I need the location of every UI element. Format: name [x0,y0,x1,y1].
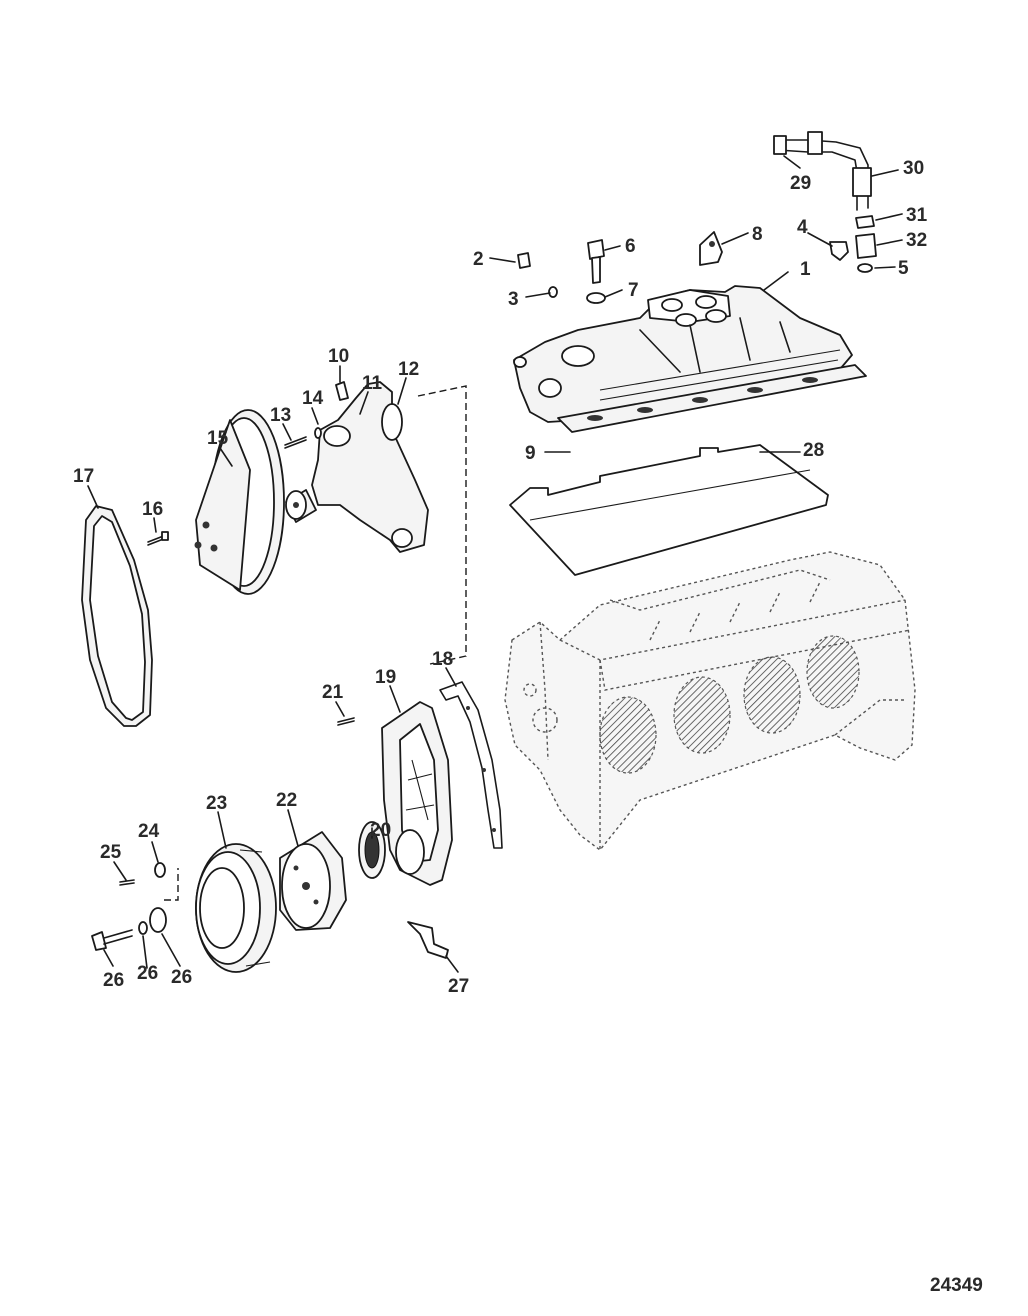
bracket-27 [407,921,449,959]
callout-19: 19 [375,667,396,688]
bracket-8 [699,231,723,266]
callout-21: 21 [322,682,344,703]
stud-10 [335,381,349,401]
callout-23: 23 [206,793,227,814]
callout-24: 24 [138,821,160,842]
callout-5: 5 [898,258,909,279]
bolt-13 [284,436,307,449]
washer-7 [586,292,606,304]
callout-17: 17 [73,466,94,487]
figure-number: 24349 [930,1275,983,1296]
bolt-16-head [161,531,169,541]
callout-27: 27 [448,976,469,997]
callout-8: 8 [752,224,763,245]
bolt-6 [587,239,605,284]
washer-26-large [149,907,167,933]
manifold-gasket [557,364,867,433]
intake-manifold [513,285,853,423]
timing-cover [381,701,453,886]
front-seal [358,821,386,879]
washer-24 [154,862,166,878]
callout-29: 29 [790,173,811,194]
alignment-line [417,385,467,665]
callout-4: 4 [797,217,808,238]
callout-30: 30 [903,158,924,179]
bolt-25 [119,879,135,886]
callout-10: 10 [328,346,349,367]
bracket-hole [709,241,715,247]
valley-cover [509,444,829,576]
callout-14: 14 [302,388,324,409]
pump-gasket-12 [381,403,403,441]
callout-11: 11 [362,373,383,394]
callout-32: 32 [906,230,927,251]
drive-belt [81,505,153,727]
washer-14 [314,427,322,439]
callout-6: 6 [625,236,636,257]
callout-12: 12 [398,359,419,380]
callout-1: 1 [800,259,811,280]
washer-26-small [138,921,148,935]
callout-7: 7 [628,280,639,301]
callout-13: 13 [270,405,291,426]
water-pump-pulley [194,409,285,595]
callout-31: 31 [906,205,928,226]
harmonic-balancer [279,831,347,931]
callout-15: 15 [207,428,229,449]
callout-3: 3 [508,289,519,310]
pulley-alignment-line [164,868,179,901]
bolt-21 [337,717,355,726]
callout-leaders [87,155,903,973]
callout-16: 16 [142,499,163,520]
timing-cover-gasket [439,681,503,849]
callout-25: 25 [100,842,122,863]
callout-2: 2 [473,249,484,270]
callout-20: 20 [370,820,391,841]
callout-9: 9 [525,443,536,464]
bolt-26 [91,929,133,951]
callout-26-plate: 26 [171,967,192,988]
callout-26-bolt: 26 [103,970,124,991]
stud-2 [517,252,531,269]
callout-26-washer: 26 [137,963,158,984]
fitting-4 [829,241,849,261]
callout-28: 28 [803,440,824,461]
washer-3 [548,286,558,298]
water-pump [285,381,429,553]
engine-block [504,551,916,851]
callout-labels: 1 2 3 4 5 6 7 8 9 10 11 12 13 14 15 16 1… [73,158,928,997]
crankshaft-pulley [195,843,277,973]
callout-18: 18 [432,649,453,670]
vent-tube-assembly [773,131,877,273]
callout-22: 22 [276,790,297,811]
